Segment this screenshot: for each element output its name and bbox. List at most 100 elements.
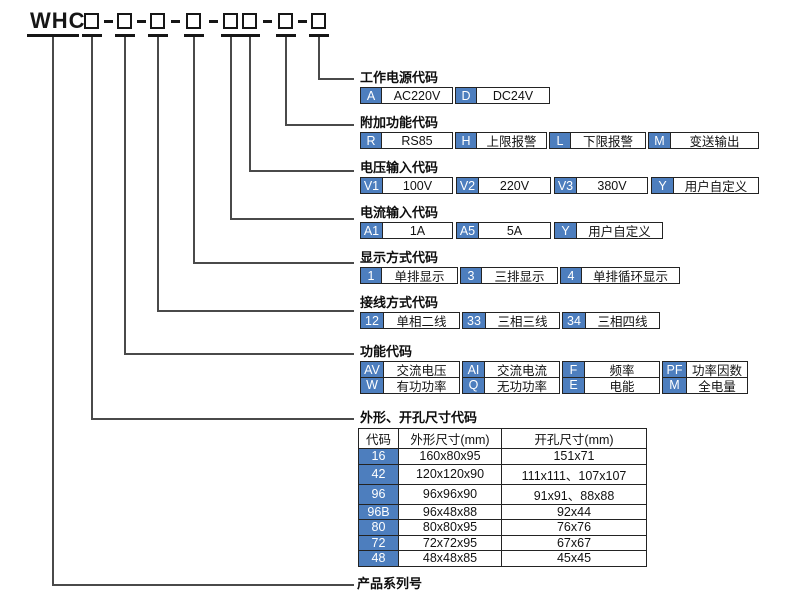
size-value-cell: 160x80x95: [398, 448, 502, 465]
code-pair: AI 交流电流: [462, 361, 560, 378]
section-row-function-2: W 有功功率 Q 无功功率 E 电能 M 全电量: [360, 376, 748, 394]
code-pair: M 变送输出: [648, 132, 759, 149]
code-pair: A1 1A: [360, 222, 453, 239]
size-code-cell: 80: [358, 519, 399, 536]
value-cell: AC220V: [382, 88, 452, 103]
value-cell: 交流电流: [485, 362, 559, 378]
size-value-cell: 76x76: [501, 519, 647, 536]
size-value-cell: 92x44: [501, 503, 647, 520]
model-underline: [275, 34, 296, 37]
code-pair: Q 无功功率: [462, 376, 560, 394]
value-cell: 交流电压: [384, 362, 459, 378]
connector-hline: [156, 310, 354, 312]
value-cell: 电能: [585, 377, 659, 394]
size-table: 代码 外形尺寸(mm) 开孔尺寸(mm) 16 160x80x95 151x71…: [358, 428, 647, 567]
code-pair: 3 三排显示: [460, 267, 558, 284]
code-pair: R RS85: [360, 132, 453, 149]
code-cell: V2: [457, 178, 479, 193]
connector-vline: [52, 37, 54, 586]
value-cell: 三相四线: [586, 313, 659, 329]
connector-vline: [156, 37, 159, 312]
code-pair: Y 用户自定义: [651, 177, 759, 194]
code-pair: 34 三相四线: [562, 312, 660, 329]
size-value-cell: 48x48x85: [398, 550, 502, 567]
section-title-power: 工作电源代码: [360, 70, 439, 85]
model-underline: [147, 34, 168, 37]
size-table-row: 72 72x72x95 67x67: [358, 534, 647, 551]
code-pair: L 下限报警: [549, 132, 646, 149]
code-pair: 1 单排显示: [360, 267, 458, 284]
size-table-header: 外形尺寸(mm): [398, 428, 502, 449]
model-dash: [263, 20, 272, 23]
section-row-current: A1 1A A5 5A Y 用户自定义: [360, 222, 663, 239]
section-title-current: 电流输入代码: [360, 205, 439, 220]
connector-vline: [90, 37, 93, 420]
code-cell: R: [361, 133, 382, 148]
model-dash: [103, 20, 113, 23]
size-table-row: 42 120x120x90 111x111、107x107: [358, 463, 647, 485]
size-code-cell: 48: [358, 550, 399, 567]
code-cell: F: [563, 362, 585, 377]
code-pair: E 电能: [562, 376, 660, 394]
value-cell: 功率因数: [687, 362, 747, 378]
code-cell: Y: [555, 223, 577, 238]
model-box-3: [150, 13, 165, 29]
value-cell: 频率: [585, 362, 659, 378]
code-pair: W 有功功率: [360, 376, 460, 394]
connector-hline: [229, 218, 354, 220]
size-code-cell: 42: [358, 463, 399, 485]
value-cell: 上限报警: [477, 133, 546, 149]
model-underline: [27, 34, 79, 37]
section-title-function: 功能代码: [360, 344, 413, 359]
section-title-display: 显示方式代码: [360, 250, 439, 265]
model-box-5: [223, 13, 238, 29]
code-pair: PF 功率因数: [662, 361, 748, 378]
size-table-row: 16 160x80x95 151x71: [358, 448, 647, 465]
connector-hline: [90, 418, 354, 420]
section-row-addon: R RS85 H 上限报警 L 下限报警 M 变送输出: [360, 132, 759, 149]
model-underline: [239, 34, 260, 37]
section-title-addon: 附加功能代码: [360, 115, 439, 130]
connector-hline: [123, 353, 354, 355]
code-pair: 4 单排循环显示: [560, 267, 680, 284]
connector-vline: [192, 37, 195, 264]
connector-hline: [192, 262, 354, 264]
size-table-header: 开孔尺寸(mm): [501, 428, 647, 449]
model-box-2: [117, 13, 132, 29]
connector-hline: [52, 584, 354, 586]
model-underline: [114, 34, 135, 37]
code-cell: 4: [561, 268, 582, 283]
value-cell: 1A: [383, 223, 452, 238]
code-cell: M: [663, 377, 687, 393]
model-underline: [81, 34, 102, 37]
value-cell: 380V: [577, 178, 647, 193]
code-cell: AV: [361, 362, 384, 377]
code-cell: V3: [555, 178, 577, 193]
section-title-wiring: 接线方式代码: [360, 295, 439, 310]
code-cell: D: [456, 88, 477, 103]
size-code-cell: 72: [358, 534, 399, 551]
code-cell: 33: [463, 313, 486, 328]
value-cell: 220V: [479, 178, 550, 193]
code-pair: 33 三相三线: [462, 312, 560, 329]
connector-hline: [248, 170, 354, 172]
model-box-8: [311, 13, 326, 29]
code-cell: V1: [361, 178, 383, 193]
code-cell: 3: [461, 268, 482, 283]
section-row-wiring: 12 单相二线 33 三相三线 34 三相四线: [360, 312, 660, 329]
size-table-row: 80 80x80x95 76x76: [358, 519, 647, 536]
value-cell: 单相二线: [384, 313, 459, 329]
code-cell: AI: [463, 362, 485, 377]
size-value-cell: 67x67: [501, 534, 647, 551]
connector-hline: [284, 124, 354, 126]
section-row-function-1: AV 交流电压 AI 交流电流 F 频率 PF 功率因数: [360, 361, 748, 378]
value-cell: 5A: [479, 223, 550, 238]
value-cell: 100V: [383, 178, 452, 193]
model-box-1: [84, 13, 99, 29]
size-table-row: 48 48x48x85 45x45: [358, 550, 647, 567]
size-code-cell: 96B: [358, 503, 399, 520]
value-cell: 三相三线: [486, 313, 559, 329]
connector-hline: [317, 78, 354, 80]
model-dash: [136, 20, 146, 23]
connector-vline: [248, 37, 251, 172]
